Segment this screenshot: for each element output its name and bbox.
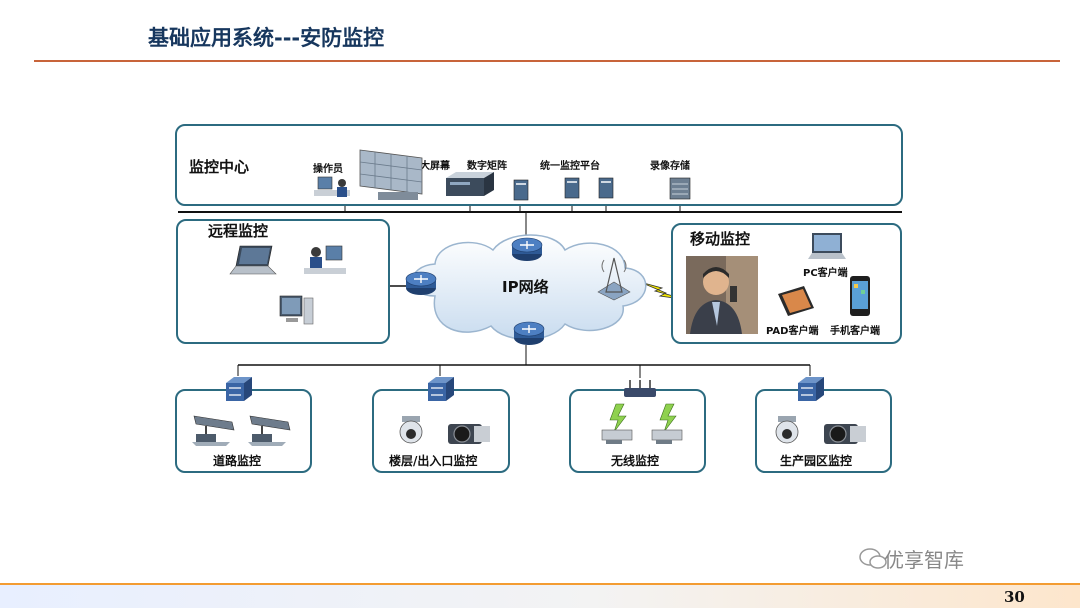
- digital-matrix-icon: [446, 172, 494, 196]
- wireless-access-point-icon: [624, 380, 656, 397]
- monitoring-center-title: 监控中心: [189, 158, 250, 176]
- wechat-icon: [859, 548, 887, 569]
- wireless-monitoring-panel: [569, 389, 706, 473]
- phone-client-label: 手机客户端: [830, 326, 880, 337]
- remote-monitoring-panel: [176, 219, 390, 344]
- pad-client-label: PAD客户端: [766, 326, 819, 337]
- platform-label: 统一监控平台: [540, 161, 600, 172]
- antenna-tower-icon: [597, 257, 631, 301]
- footer-bar: [0, 585, 1080, 608]
- router-icon-top: [511, 237, 543, 261]
- wireless-camera-icon-2: [651, 403, 683, 444]
- switch-icon-industrial: [798, 377, 824, 401]
- phone-client-icon: [850, 276, 870, 316]
- industrial-monitoring-label: 生产园区监控: [780, 454, 853, 468]
- footer-accent-line: [0, 583, 1080, 586]
- ip-network-cloud: [411, 234, 647, 340]
- page-title: 基础应用系统---安防监控: [148, 26, 385, 50]
- watermark-text: 优享智库: [884, 548, 964, 572]
- monitoring-center-panel: [175, 124, 903, 206]
- dome-camera-icon-industrial: [775, 416, 799, 444]
- box-camera-icon-industrial: [824, 424, 866, 444]
- dome-camera-icon-building: [399, 416, 423, 444]
- operator-label: 操作员: [313, 164, 343, 175]
- page-number: 30: [1004, 588, 1025, 606]
- pc-client-label: PC客户端: [803, 268, 848, 279]
- router-icon-left: [405, 271, 437, 295]
- pc-client-icon: [808, 233, 846, 259]
- storage-label: 录像存储: [650, 161, 690, 172]
- wireless-monitoring-label: 无线监控: [611, 454, 660, 468]
- storage-server-icon: [669, 177, 691, 200]
- title-divider: [34, 60, 1060, 62]
- big-screen-label: 大屏幕: [420, 161, 450, 172]
- switch-icon-building: [428, 377, 454, 401]
- platform-server-icon-3: [598, 177, 614, 199]
- building-monitoring-label: 楼层/出入口监控: [389, 454, 478, 468]
- mobile-monitoring-title: 移动监控: [690, 230, 751, 248]
- ip-network-label: IP网络: [502, 278, 549, 296]
- desktop-pc-icon: [279, 295, 314, 325]
- video-wall-icon: [359, 149, 423, 200]
- road-camera-icon-1: [192, 415, 235, 446]
- road-monitoring-label: 道路监控: [213, 454, 262, 468]
- platform-server-icon-1: [513, 179, 529, 201]
- wireless-camera-icon-1: [601, 403, 633, 444]
- pad-client-icon: [778, 286, 814, 316]
- router-icon-bottom: [513, 321, 545, 345]
- operator-workstation-icon: [314, 176, 350, 197]
- remote-monitoring-title: 远程监控: [208, 222, 269, 240]
- switch-icon-road: [226, 377, 252, 401]
- matrix-label: 数字矩阵: [467, 161, 507, 172]
- platform-server-icon-2: [564, 177, 580, 199]
- road-camera-icon-2: [248, 415, 291, 446]
- remote-operator-icon: [304, 245, 346, 274]
- box-camera-icon-building: [448, 424, 490, 444]
- laptop-icon: [229, 245, 277, 275]
- mobile-user-photo: [686, 256, 758, 334]
